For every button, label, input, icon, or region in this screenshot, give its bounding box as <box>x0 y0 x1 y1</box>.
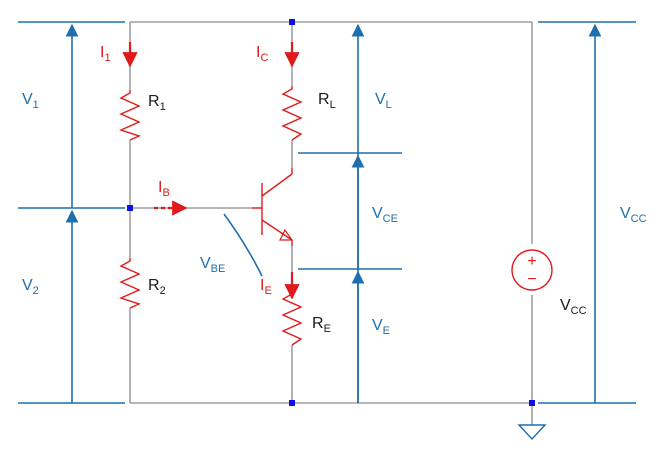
source-plus: + <box>527 253 536 270</box>
label-r2: R2 <box>148 277 166 297</box>
node-ground <box>529 400 535 406</box>
label-ve: VE <box>372 317 390 337</box>
ground-icon <box>517 424 547 441</box>
current-arrows <box>122 42 300 300</box>
label-ib: IB <box>158 179 170 199</box>
resistor-re <box>281 290 303 346</box>
nodes <box>127 19 535 406</box>
vbe-arc <box>223 213 263 277</box>
label-vbe: VBE <box>200 255 225 275</box>
vcc-source: + − <box>511 249 553 291</box>
node-top <box>289 19 295 25</box>
resistor-rl <box>281 86 303 141</box>
label-r1: R1 <box>148 93 166 113</box>
label-vcc-source: VCC <box>560 297 587 317</box>
reference-lines <box>18 21 636 404</box>
source-minus: − <box>527 271 536 288</box>
label-i1: I1 <box>100 44 111 64</box>
node-base <box>127 205 133 211</box>
label-vcc-right: VCC <box>620 205 647 225</box>
label-re: RE <box>312 315 331 335</box>
npn-transistor <box>252 168 294 246</box>
resistor-r2 <box>119 258 141 309</box>
label-ie: IE <box>260 277 272 297</box>
wires <box>129 21 533 425</box>
label-vl: VL <box>375 91 392 111</box>
label-vce: VCE <box>372 205 398 225</box>
emitter-arrow-icon <box>279 228 294 241</box>
voltage-arrows <box>65 23 602 403</box>
label-ic: IC <box>256 44 268 64</box>
node-bottom <box>289 400 295 406</box>
label-v1: V1 <box>22 91 39 111</box>
label-v2: V2 <box>22 277 39 297</box>
resistor-r1 <box>119 90 141 141</box>
label-rl: RL <box>318 91 336 111</box>
